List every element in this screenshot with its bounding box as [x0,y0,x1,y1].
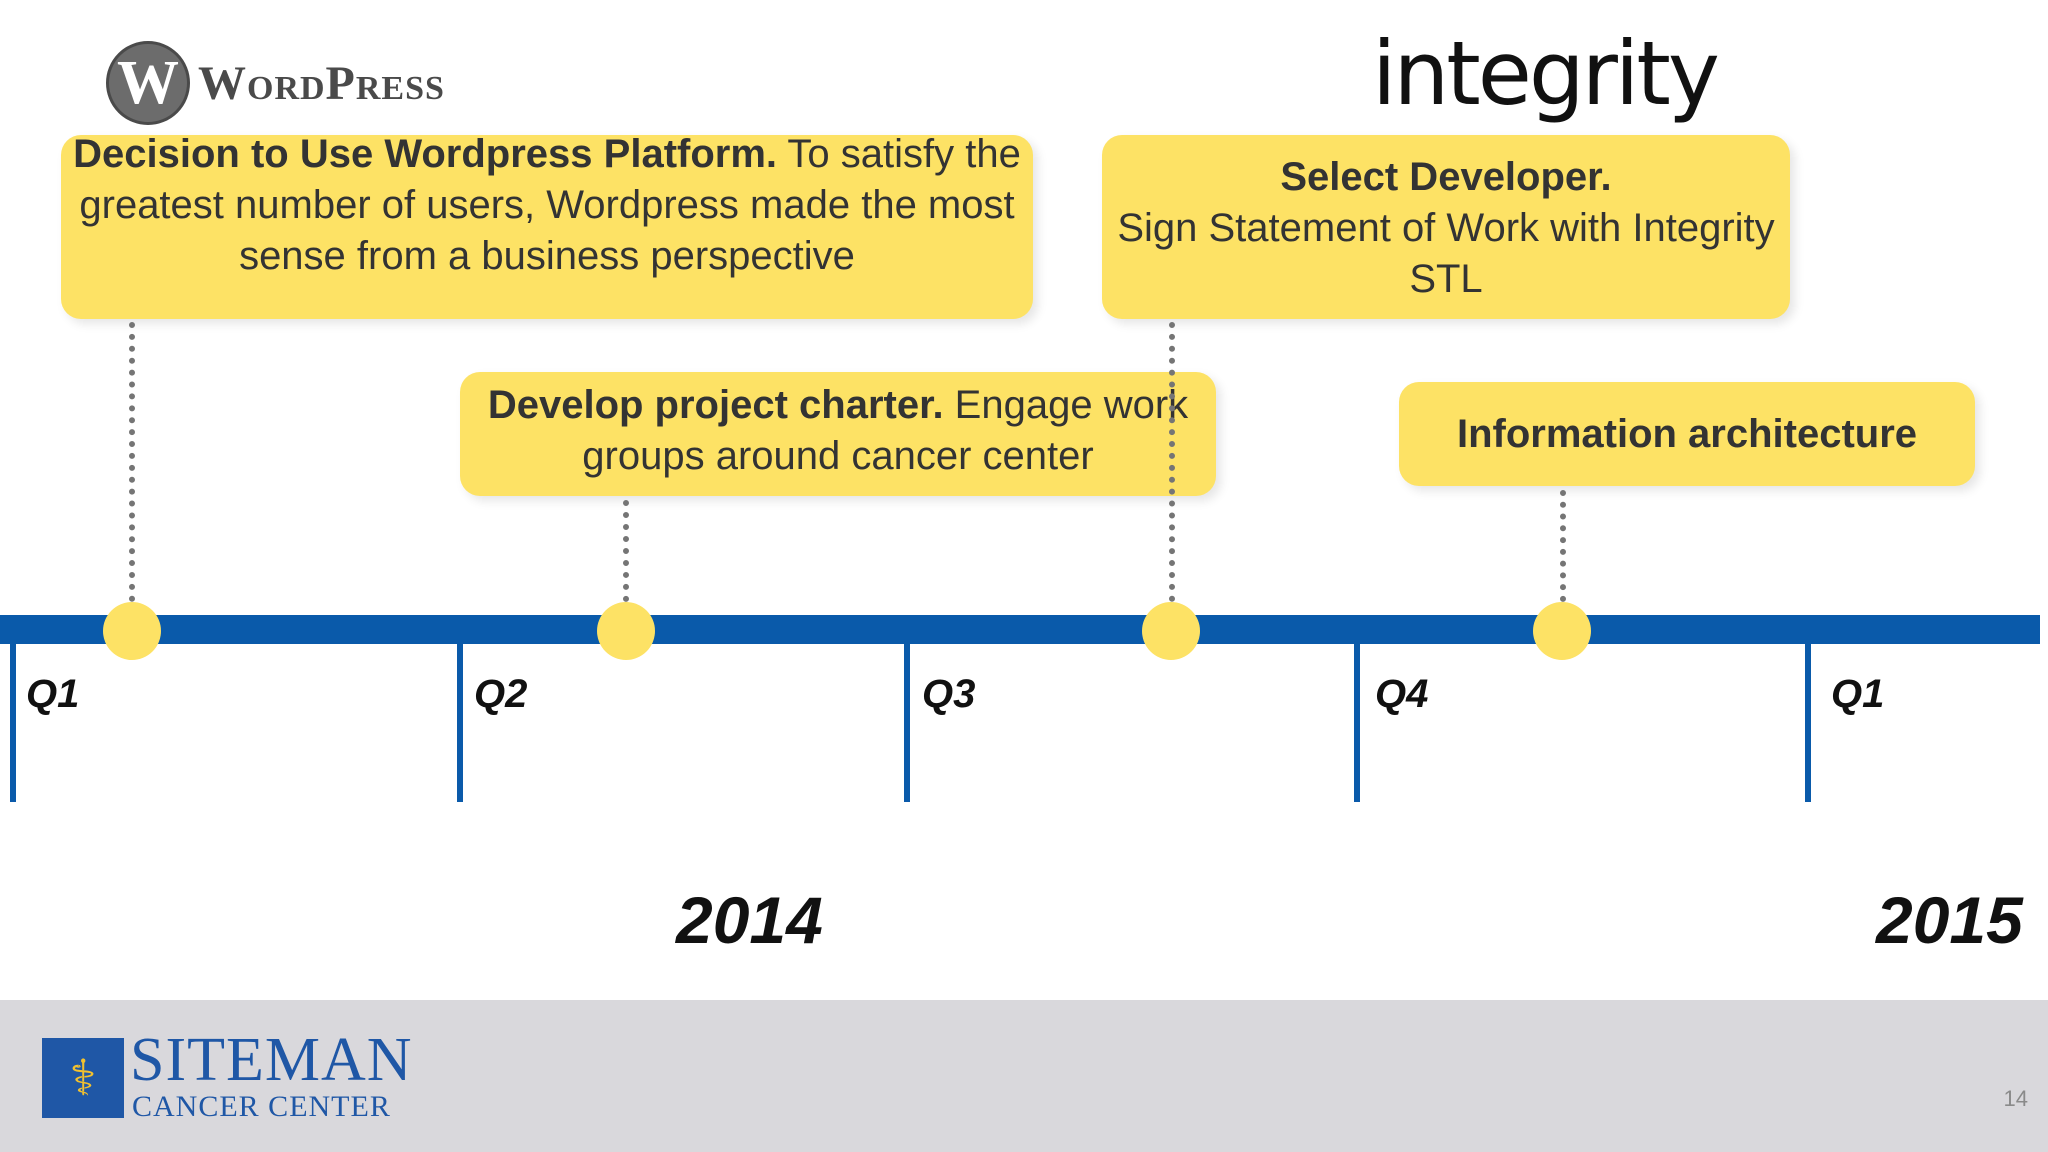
milestone-marker-4 [1533,602,1591,660]
quarter-tick [1354,644,1360,802]
callout-title: Develop project charter. [487,383,944,427]
timeline-bar [0,615,2040,644]
callout-select-developer: Select Developer. Sign Statement of Work… [1102,135,1790,319]
callout-body: To satisfy the greatest number of users,… [79,132,1021,278]
footer: ⚕ SITEMAN CANCER CENTER 14 [0,1000,2048,1152]
callout-body: Sign Statement of Work with Integrity ST… [1117,206,1775,301]
quarter-tick [904,644,910,802]
quarter-label: Q4 [1375,672,1429,716]
callout-title: Decision to Use Wordpress Platform. [73,132,778,176]
year-label: 2015 [1876,883,2023,957]
siteman-logo-subtitle: CANCER CENTER [132,1090,391,1123]
quarter-tick [1805,644,1811,802]
callout-title: Information architecture [1456,411,1918,456]
quarter-label: Q2 [474,672,528,716]
milestone-marker-2 [597,602,655,660]
wordpress-mark-icon: W [106,41,190,125]
slide: W WordPress integrity Decision to Use Wo… [0,22,2040,957]
dna-helix-icon: ⚕ [42,1038,124,1118]
connector-1 [129,322,135,602]
milestone-marker-1 [103,602,161,660]
callout-body: Engage work groups around cancer center [582,383,1189,478]
quarter-label: Q3 [922,672,976,716]
siteman-logo-name: SITEMAN [130,1026,413,1094]
quarter-label: Q1 [26,672,80,716]
callout-wordpress-decision: Decision to Use Wordpress Platform. To s… [61,132,1033,319]
quarter-tick [457,644,463,802]
quarter-tick [10,644,16,802]
connector-3 [1169,322,1175,602]
wordpress-wordmark: WordPress [198,56,445,110]
quarter-label: Q1 [1831,672,1885,716]
connector-2 [623,500,629,602]
page-number: 14 [2003,1086,2028,1111]
year-label: 2014 [676,883,823,957]
callout-information-architecture: Information architecture [1399,382,1975,486]
connector-4 [1560,490,1566,602]
wordpress-logo: W WordPress [106,38,445,128]
callout-title: Select Developer. [1280,155,1612,199]
callout-project-charter: Develop project charter. Engage work gro… [460,372,1216,496]
integrity-logo: integrity [1372,22,1720,125]
milestone-marker-3 [1142,602,1200,660]
